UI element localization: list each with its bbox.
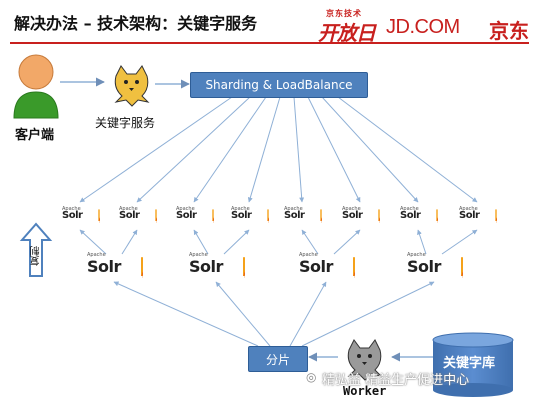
solr-sun-icon	[141, 257, 143, 278]
balancer-fanout-arrows	[79, 96, 478, 203]
solr-label: Solr	[342, 210, 363, 221]
apache-label: Apache	[400, 206, 419, 212]
fanout-arrow	[321, 96, 419, 203]
apache-label: Apache	[231, 206, 250, 212]
replication-arrow	[223, 229, 250, 255]
keyword-service-label: 关键字服务	[95, 116, 156, 130]
fanout-arrow	[247, 96, 281, 203]
replicate-up-arrow	[19, 222, 53, 277]
solr-label: Solr	[299, 257, 333, 276]
solr-label: Solr	[459, 210, 480, 221]
apache-label: Apache	[62, 206, 81, 212]
replication-arrow	[417, 229, 427, 255]
fanout-arrow	[79, 96, 233, 203]
keyword-db-label: 关键字库	[443, 356, 496, 371]
solr-label: Solr	[62, 210, 83, 221]
solr-label: Solr	[284, 210, 305, 221]
fanout-arrow	[136, 96, 251, 203]
shard-arrow	[289, 281, 327, 347]
worker-tomcat-icon	[347, 339, 383, 381]
replication-arrow	[121, 229, 138, 255]
solr-sun-icon	[436, 209, 438, 223]
solr-label: Solr	[407, 257, 441, 276]
client-person-icon	[13, 54, 59, 119]
sharding-loadbalance-box: Sharding & LoadBalance	[190, 72, 368, 98]
apache-label: Apache	[284, 206, 303, 212]
watermark-text: 精弘益 精益生产促进中心	[322, 373, 470, 388]
solr-label: Solr	[189, 257, 223, 276]
shard-box: 分片	[248, 346, 308, 372]
client-label: 客户端	[15, 128, 55, 143]
solr-label: Solr	[400, 210, 421, 221]
solr-sun-icon	[243, 257, 245, 278]
worker-label: Worker	[343, 384, 387, 398]
tomcat-icon	[114, 65, 150, 107]
jd-com-logo: JD.COM	[386, 16, 460, 38]
replication-arrow	[301, 229, 319, 255]
apache-label: Apache	[459, 206, 478, 212]
apache-label: Apache	[119, 206, 138, 212]
brand-tech-label: 京东技术	[326, 9, 362, 18]
solr-label: Solr	[231, 210, 252, 221]
solr-sun-icon	[320, 209, 322, 223]
solr-sun-icon	[267, 209, 269, 223]
apache-label: Apache	[176, 206, 195, 212]
shard-arrow	[113, 281, 259, 347]
page-title: 解决办法 – 技术架构：关键字服务	[14, 14, 258, 33]
jd-cn-logo: 京东	[489, 19, 529, 43]
keyword-db-cylinder	[432, 332, 514, 397]
solr-sun-icon	[98, 209, 100, 223]
shard-arrows	[113, 281, 435, 347]
solr-label: Solr	[176, 210, 197, 221]
wechat-icon: ◎	[306, 370, 317, 384]
apache-label: Apache	[87, 252, 106, 258]
solr-sun-icon	[378, 209, 380, 223]
replication-arrow	[441, 229, 478, 255]
title-divider	[10, 42, 529, 44]
solr-sun-icon	[212, 209, 214, 223]
fanout-arrow	[307, 96, 361, 203]
solr-sun-icon	[155, 209, 157, 223]
replicate-label: 复制	[31, 246, 42, 266]
solr-sun-icon	[461, 257, 463, 278]
solr-label: Solr	[119, 210, 140, 221]
fanout-arrow	[193, 96, 267, 203]
apache-label: Apache	[299, 252, 318, 258]
apache-label: Apache	[189, 252, 208, 258]
fanout-arrow	[337, 96, 478, 203]
replication-arrows	[79, 229, 478, 255]
open-day-logo: 开放日	[318, 21, 376, 45]
replication-arrow	[79, 229, 107, 255]
shard-arrow	[301, 281, 435, 347]
apache-label: Apache	[342, 206, 361, 212]
solr-sun-icon	[353, 257, 355, 278]
solr-sun-icon	[495, 209, 497, 223]
shard-arrow	[215, 281, 271, 347]
solr-label: Solr	[87, 257, 121, 276]
replication-arrow	[193, 229, 209, 255]
fanout-arrow	[293, 96, 305, 203]
apache-label: Apache	[407, 252, 426, 258]
replication-arrow	[333, 229, 361, 255]
